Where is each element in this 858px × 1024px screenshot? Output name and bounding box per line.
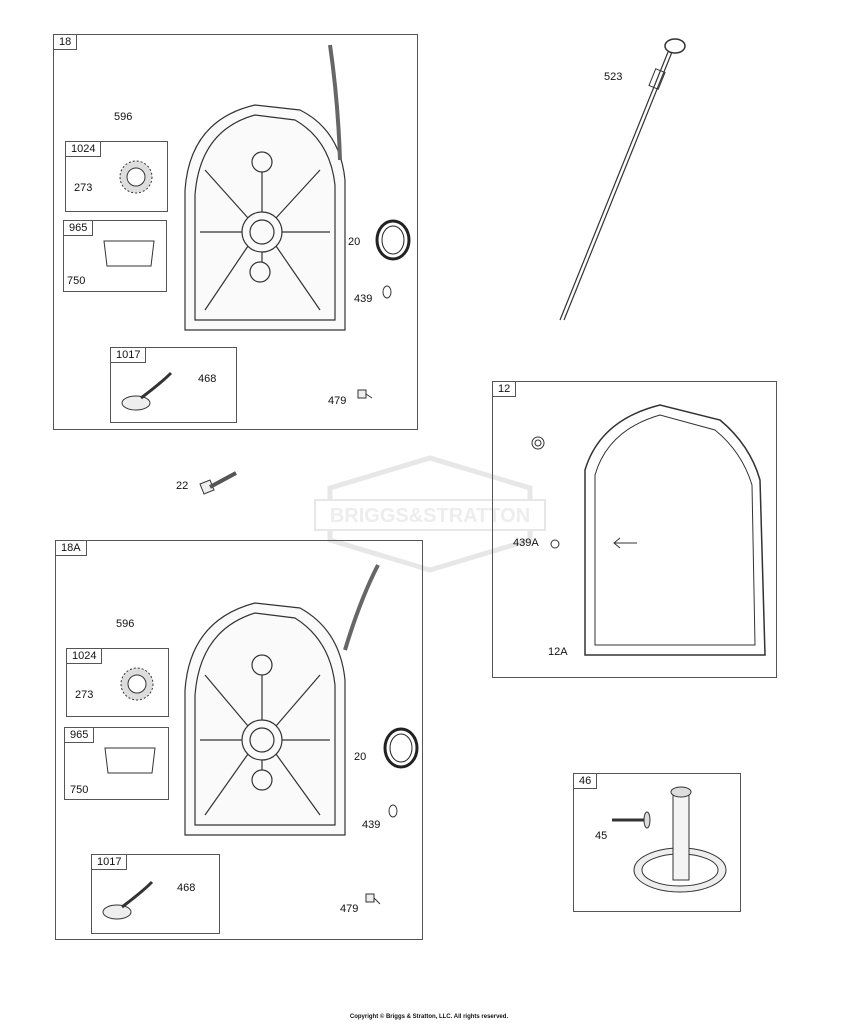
group-box-18a: 18A 596 1024 273 965 750 20 439 1017 468… <box>55 540 423 940</box>
oil-pump-gear-icon <box>120 667 154 701</box>
part-label-439a[interactable]: 439A <box>513 537 539 549</box>
part-label-596[interactable]: 596 <box>114 111 133 123</box>
crankcase-cover-illustration-18 <box>184 44 346 331</box>
subgroup-tag-1024: 1024 <box>66 142 102 157</box>
part-label-468-18a[interactable]: 468 <box>177 882 196 894</box>
pump-cover-icon <box>103 240 155 267</box>
crankcase-cover-illustration-18a <box>184 564 380 836</box>
part-label-12a[interactable]: 12A <box>548 646 568 658</box>
subgroup-tag-965: 965 <box>64 221 94 236</box>
watermark-logo: BRIGGS&STRATTON <box>314 455 546 573</box>
part-label-45[interactable]: 45 <box>595 830 608 842</box>
group-box-46: 46 45 <box>573 773 741 912</box>
part-label-596-18a[interactable]: 596 <box>116 618 135 630</box>
watermark-text: BRIGGS&STRATTON <box>330 505 530 527</box>
part-label-468[interactable]: 468 <box>198 373 217 385</box>
group-tag-18a: 18A <box>56 541 87 556</box>
dipstick-illustration <box>559 38 686 321</box>
subgroup-box-965: 965 750 <box>63 220 167 292</box>
subgroup-box-1017: 1017 468 <box>110 347 237 423</box>
part-label-439-18a[interactable]: 439 <box>362 819 381 831</box>
subgroup-tag-1017: 1017 <box>111 348 147 363</box>
part-label-479[interactable]: 479 <box>328 395 347 407</box>
group-tag-46: 46 <box>574 774 598 789</box>
camshaft-illustration <box>612 786 727 893</box>
part-label-273-18a[interactable]: 273 <box>75 689 94 701</box>
subgroup-tag-965-18a: 965 <box>65 728 95 743</box>
oil-pickup-icon <box>102 880 154 920</box>
part-label-439[interactable]: 439 <box>354 293 373 305</box>
part-label-273[interactable]: 273 <box>74 182 93 194</box>
gasket-illustration <box>531 404 766 656</box>
part-label-22[interactable]: 22 <box>176 480 189 492</box>
group-box-18: 18 596 1024 273 965 750 20 439 1017 468 … <box>53 34 418 430</box>
group-tag-12: 12 <box>493 382 517 397</box>
part-label-750[interactable]: 750 <box>67 275 86 287</box>
part-label-20[interactable]: 20 <box>348 236 361 248</box>
pump-cover-icon <box>104 747 156 774</box>
oil-pump-gear-icon <box>119 160 153 194</box>
subgroup-tag-1024-18a: 1024 <box>67 649 103 664</box>
subgroup-box-1017-18a: 1017 468 <box>91 854 220 934</box>
part-label-523[interactable]: 523 <box>604 71 623 83</box>
part-label-20-18a[interactable]: 20 <box>354 751 367 763</box>
subgroup-box-1024: 1024 273 <box>65 141 168 212</box>
subgroup-tag-1017-18a: 1017 <box>92 855 128 870</box>
bolt-illustration <box>199 471 237 495</box>
oil-pickup-icon <box>121 371 173 411</box>
oil-seal-illustration <box>375 219 419 769</box>
part-label-750-18a[interactable]: 750 <box>70 784 89 796</box>
o-ring-illustration <box>382 285 398 818</box>
subgroup-box-965-18a: 965 750 <box>64 727 169 800</box>
subgroup-box-1024-18a: 1024 273 <box>66 648 169 717</box>
group-box-12: 12 439A 12A <box>492 381 777 678</box>
screw-illustration <box>357 389 381 905</box>
group-tag-18: 18 <box>54 35 78 50</box>
part-label-479-18a[interactable]: 479 <box>340 903 359 915</box>
copyright-notice: Copyright © Briggs & Stratton, LLC. All … <box>349 1014 509 1020</box>
